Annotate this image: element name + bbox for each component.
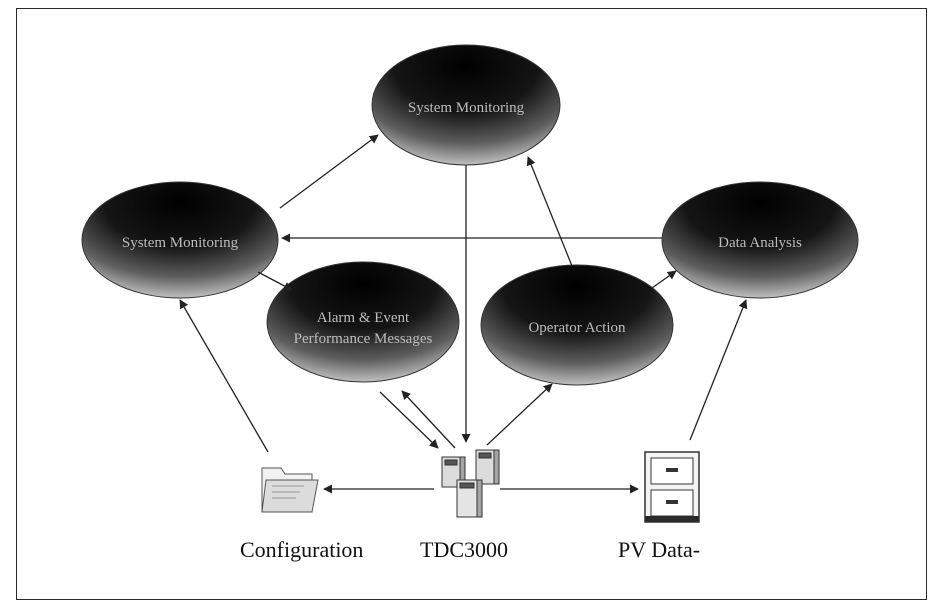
file-cabinet-icon [644, 451, 700, 523]
arrow-config-to-left [179, 299, 269, 453]
folder-icon [261, 467, 319, 513]
node-center-right-label: Operator Action [528, 320, 626, 336]
node-right-label: Data Analysis [718, 235, 802, 251]
pv-data-label: PV Data- [618, 537, 701, 562]
arrow-center-right-to-right [651, 270, 677, 289]
node-center-left: Alarm & Event Performance Messages [266, 261, 460, 383]
arrow-left-to-center-left [257, 271, 293, 291]
arrow-tdc-to-center-left [401, 390, 456, 449]
node-center-left-label-1: Alarm & Event [317, 310, 410, 326]
node-top: System Monitoring [371, 44, 561, 166]
arrow-center-left-to-tdc [379, 391, 439, 449]
node-left: System Monitoring [81, 181, 279, 299]
node-top-label: System Monitoring [408, 100, 525, 116]
tdc3000-label: TDC3000 [420, 537, 508, 562]
configuration-label: Configuration [240, 537, 364, 562]
arrow-left-to-top [279, 134, 379, 209]
server-cluster-icon [441, 449, 500, 518]
arrow-center-right-to-top [526, 156, 573, 267]
node-center-right: Operator Action [480, 264, 674, 386]
node-center-left-label-2: Performance Messages [294, 331, 433, 347]
arrow-tdc-to-center-right [486, 383, 553, 446]
arrow-pv-to-right [689, 299, 748, 441]
diagram-frame [16, 8, 927, 600]
node-right: Data Analysis [661, 181, 859, 299]
node-left-label: System Monitoring [122, 235, 239, 251]
